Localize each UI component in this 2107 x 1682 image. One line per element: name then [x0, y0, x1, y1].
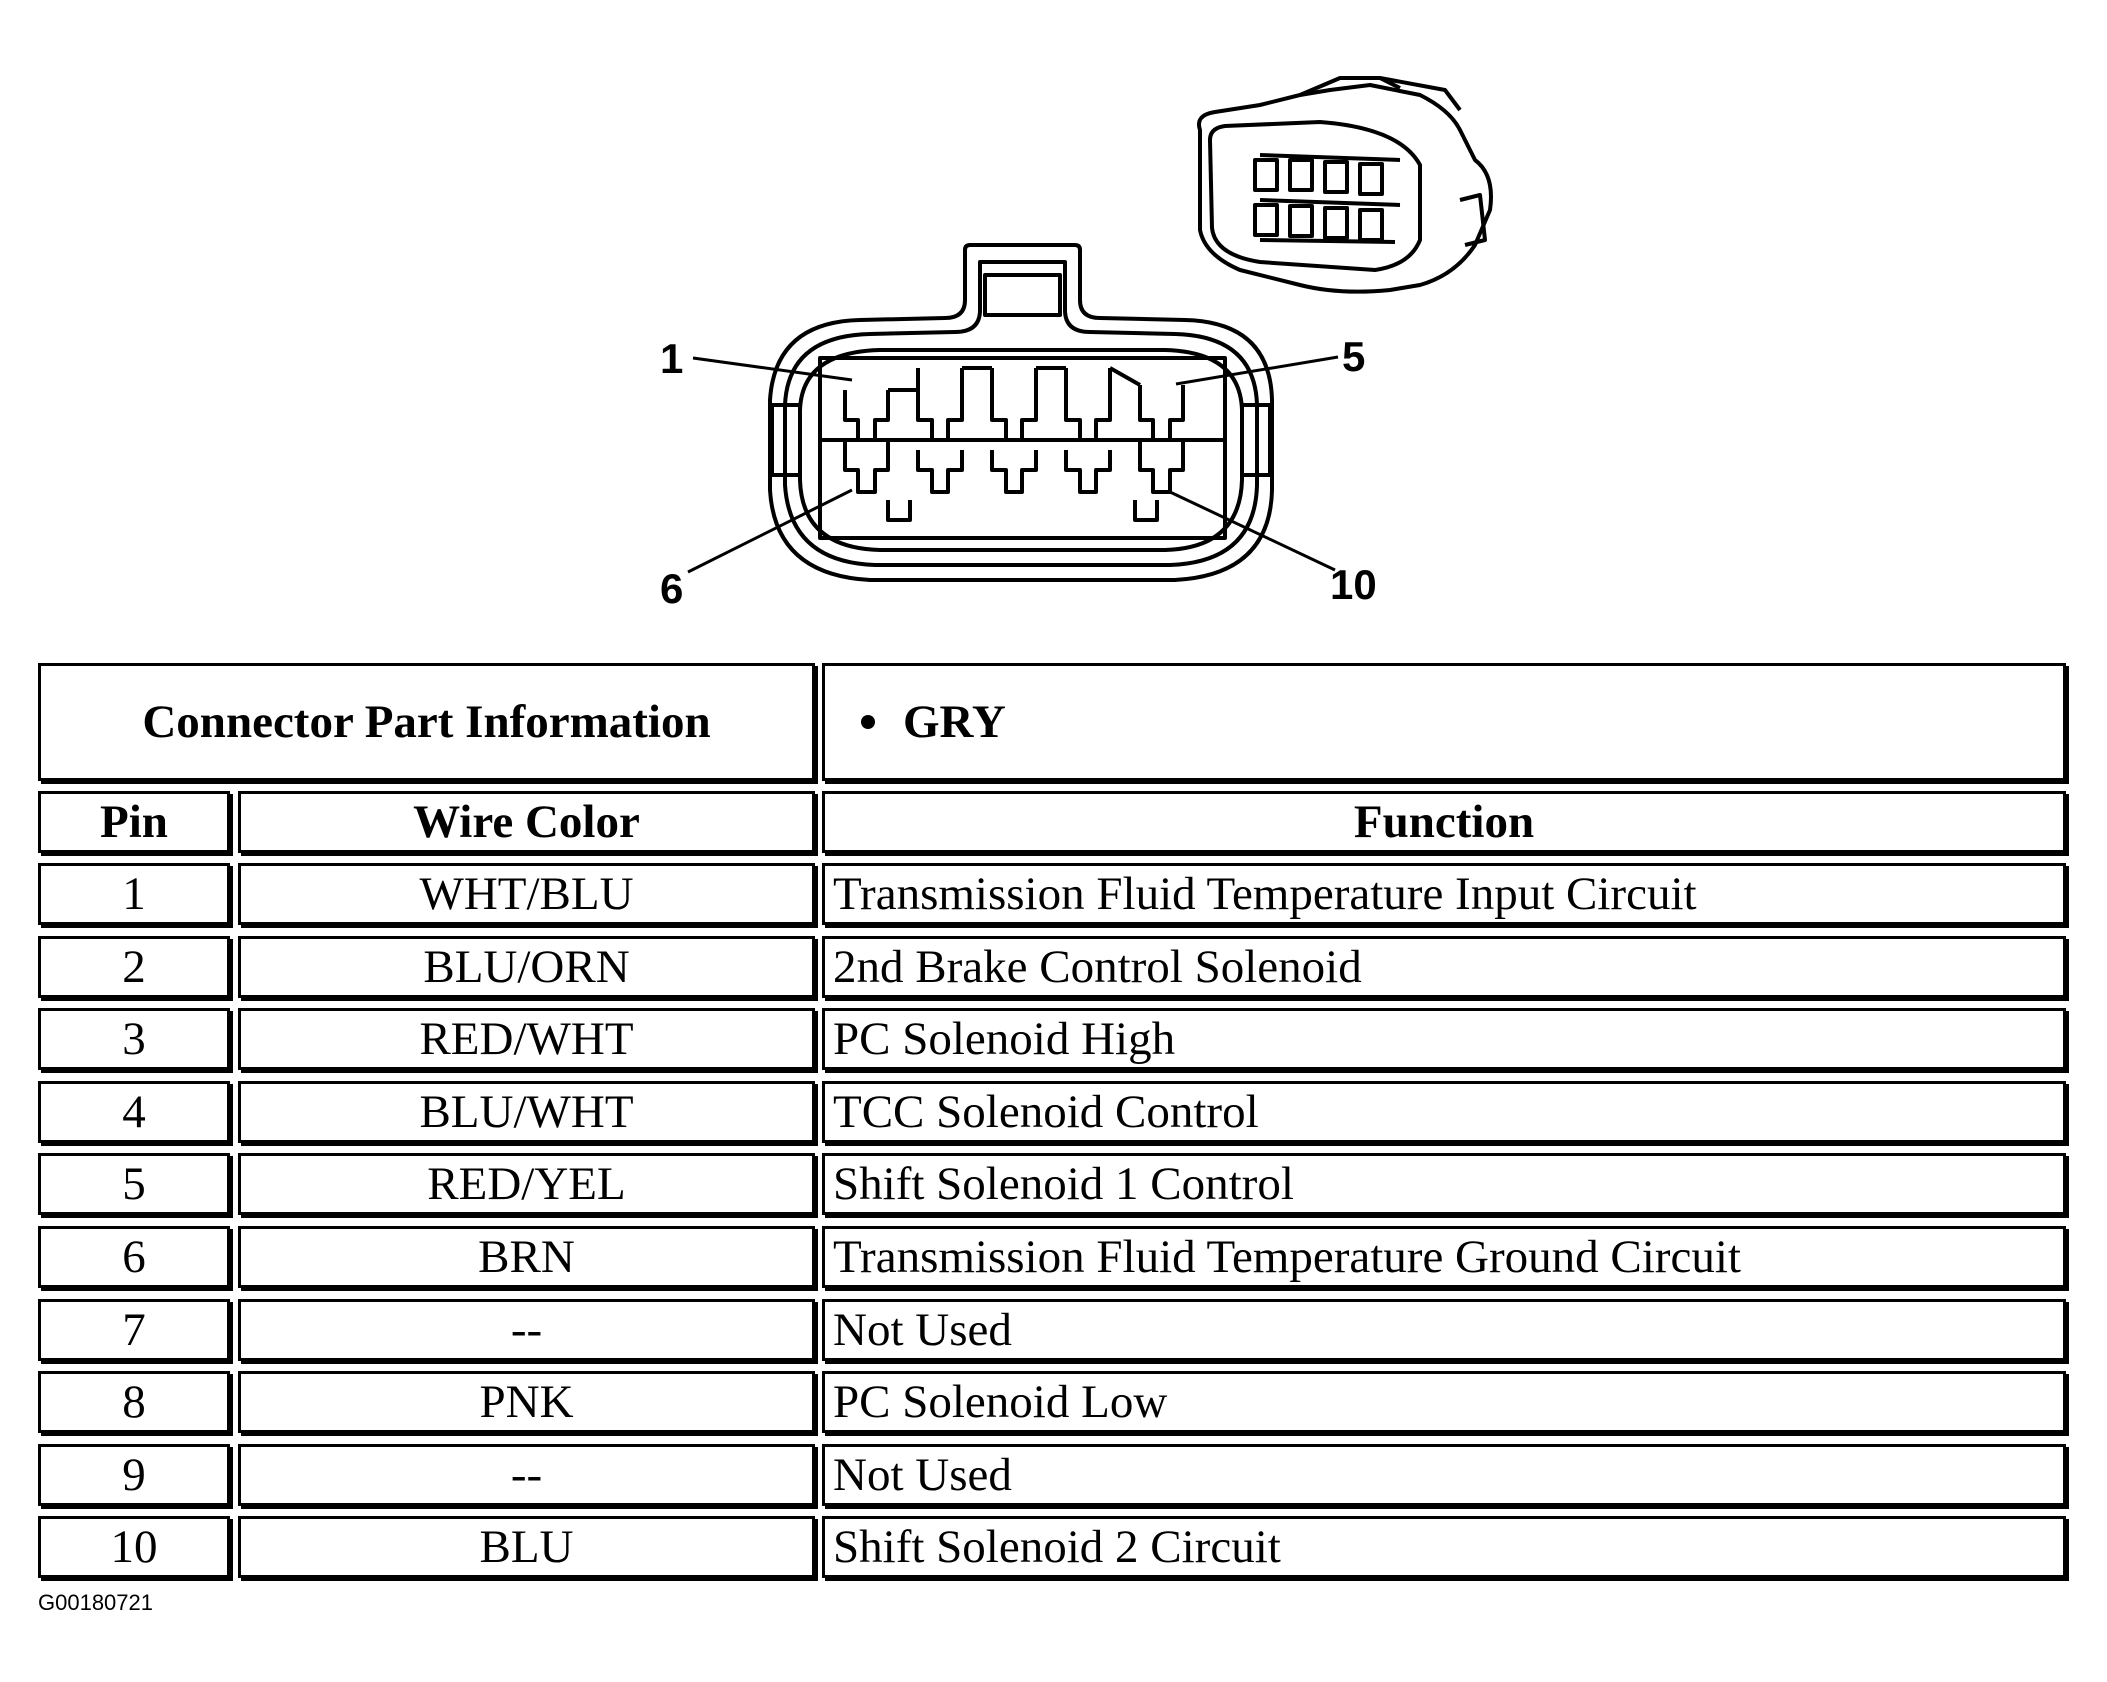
pin-cell-text: 8	[122, 1376, 146, 1428]
wire-color-cell-text: RED/YEL	[427, 1158, 626, 1210]
function-cell-text: PC Solenoid Low	[833, 1376, 1168, 1428]
function-cell-text: Transmission Fluid Temperature Input Cir…	[833, 868, 1697, 920]
connector-info-label: Connector Part Information	[142, 696, 711, 748]
connector-front-view	[768, 243, 1274, 582]
function-cell-text: Shift Solenoid 1 Control	[833, 1158, 1294, 1210]
wire-color-cell-text: --	[510, 1304, 543, 1356]
wire-color-cell: BLU/ORN	[238, 936, 815, 998]
terminal-row-lower	[820, 438, 1225, 522]
column-header-wire-color: Wire Color	[238, 791, 815, 853]
pin-cell: 2	[38, 936, 230, 998]
function-cell: Not Used	[822, 1444, 2066, 1506]
pin-cell-text: 7	[122, 1304, 146, 1356]
function-cell-text: Not Used	[833, 1304, 1012, 1356]
function-cell-text: 2nd Brake Control Solenoid	[833, 941, 1362, 993]
pin-cell: 4	[38, 1081, 230, 1143]
pin-cell-text: 10	[110, 1521, 158, 1573]
pin-cell-text: 1	[122, 868, 146, 920]
wire-color-cell: WHT/BLU	[238, 863, 815, 925]
column-header-wire-color-label: Wire Color	[413, 796, 640, 848]
function-cell: PC Solenoid Low	[822, 1371, 2066, 1433]
column-header-pin-label: Pin	[100, 796, 168, 848]
connector-info-value-cell: GRY	[822, 663, 2066, 781]
connector-color-value: GRY	[861, 695, 1006, 749]
pin-6-callout: 6	[660, 565, 684, 612]
function-cell-text: PC Solenoid High	[833, 1013, 1176, 1065]
pin-cell-text: 9	[122, 1449, 146, 1501]
pin-cell: 5	[38, 1153, 230, 1215]
pin-cell-text: 2	[122, 941, 146, 993]
wire-color-cell: --	[238, 1444, 815, 1506]
function-cell: Not Used	[822, 1299, 2066, 1361]
wire-color-cell-text: PNK	[479, 1376, 574, 1428]
function-cell-text: TCC Solenoid Control	[833, 1086, 1259, 1138]
pin-1-callout: 1	[660, 335, 684, 382]
wire-color-cell-text: BLU/WHT	[419, 1086, 634, 1138]
pin-cell-text: 5	[122, 1158, 146, 1210]
pin-5-callout: 5	[1342, 333, 1366, 380]
connector-diagram	[687, 76, 1493, 582]
pin-cell: 1	[38, 863, 230, 925]
pin-cell: 6	[38, 1226, 230, 1288]
pin-cell: 10	[38, 1516, 230, 1578]
pin-cell-text: 4	[122, 1086, 146, 1138]
wire-color-cell: RED/WHT	[238, 1008, 815, 1070]
pin-leaders	[687, 355, 1339, 574]
wire-color-cell: RED/YEL	[238, 1153, 815, 1215]
pin-cell: 3	[38, 1008, 230, 1070]
column-header-function: Function	[822, 791, 2066, 853]
function-cell: TCC Solenoid Control	[822, 1081, 2066, 1143]
function-cell-text: Transmission Fluid Temperature Ground Ci…	[833, 1231, 1741, 1283]
function-cell-text: Not Used	[833, 1449, 1012, 1501]
wire-color-cell: BLU	[238, 1516, 815, 1578]
pin-cell: 8	[38, 1371, 230, 1433]
function-cell: Transmission Fluid Temperature Input Cir…	[822, 863, 2066, 925]
function-cell: Shift Solenoid 1 Control	[822, 1153, 2066, 1215]
pin-10-callout: 10	[1330, 561, 1377, 608]
pin-cell-text: 6	[122, 1231, 146, 1283]
pin-cell: 7	[38, 1299, 230, 1361]
wire-color-cell-text: WHT/BLU	[419, 868, 634, 920]
wire-color-cell: PNK	[238, 1371, 815, 1433]
column-header-function-label: Function	[1353, 796, 1535, 848]
bullet-icon	[861, 715, 875, 729]
pin-cell: 9	[38, 1444, 230, 1506]
wire-color-cell: --	[238, 1299, 815, 1361]
function-cell: Transmission Fluid Temperature Ground Ci…	[822, 1226, 2066, 1288]
figure-id: G00180721	[38, 1590, 153, 1615]
column-header-pin: Pin	[38, 791, 230, 853]
function-cell: 2nd Brake Control Solenoid	[822, 936, 2066, 998]
wire-color-cell-text: BLU	[479, 1521, 574, 1573]
pin-cell-text: 3	[122, 1013, 146, 1065]
wire-color-cell: BLU/WHT	[238, 1081, 815, 1143]
connector-3d-view	[1197, 76, 1493, 294]
wire-color-cell-text: --	[510, 1449, 543, 1501]
wire-color-cell-text: BLU/ORN	[423, 941, 630, 993]
wire-color-cell-text: RED/WHT	[419, 1013, 634, 1065]
wire-color-cell-text: BRN	[478, 1231, 575, 1283]
function-cell: PC Solenoid High	[822, 1008, 2066, 1070]
connector-info-label-cell: Connector Part Information	[38, 663, 815, 781]
function-cell: Shift Solenoid 2 Circuit	[822, 1516, 2066, 1578]
wire-color-cell: BRN	[238, 1226, 815, 1288]
function-cell-text: Shift Solenoid 2 Circuit	[833, 1521, 1281, 1573]
